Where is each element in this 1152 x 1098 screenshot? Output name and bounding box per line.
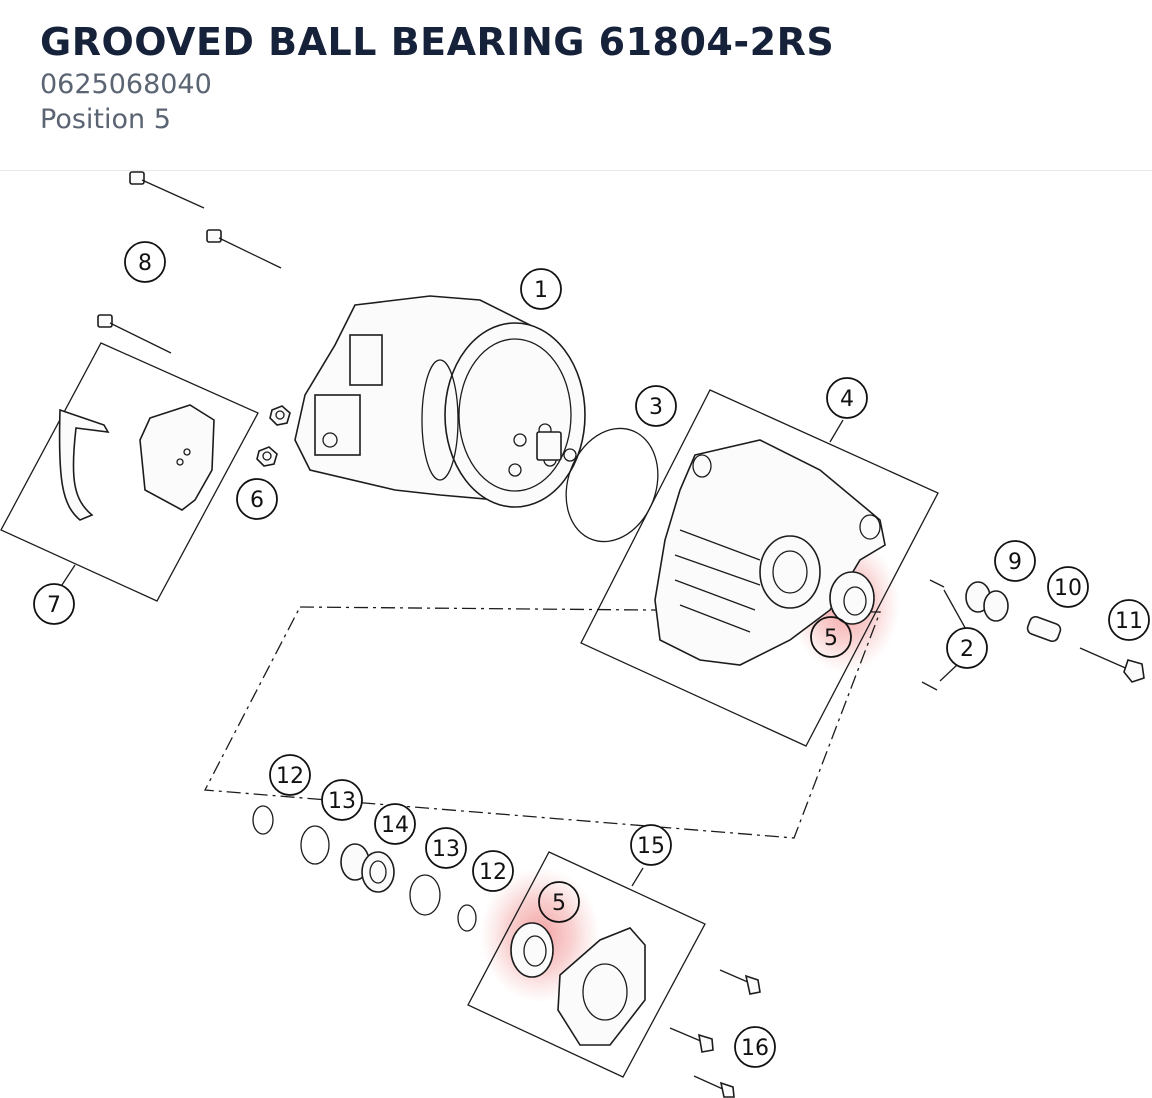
callout-16[interactable]: 16 bbox=[734, 1026, 776, 1068]
callout-10[interactable]: 10 bbox=[1047, 566, 1089, 608]
svg-text:12: 12 bbox=[479, 860, 507, 885]
bolt-icon bbox=[1079, 647, 1145, 683]
callout-13-right[interactable]: 13 bbox=[425, 827, 467, 869]
callout-2[interactable]: 2 bbox=[946, 627, 988, 669]
callout-4[interactable]: 4 bbox=[826, 377, 868, 419]
bolt-icon bbox=[129, 171, 205, 209]
svg-text:12: 12 bbox=[276, 764, 304, 789]
part-header: GROOVED BALL BEARING 61804-2RS 062506804… bbox=[0, 0, 1152, 171]
svg-text:5: 5 bbox=[552, 891, 566, 916]
pin-icon bbox=[921, 681, 938, 691]
callout-13-left[interactable]: 13 bbox=[321, 779, 363, 821]
nut-icon bbox=[269, 405, 291, 426]
seal-ring-icon bbox=[252, 805, 274, 835]
svg-text:16: 16 bbox=[741, 1036, 769, 1061]
bolt-icon bbox=[669, 1027, 714, 1053]
part-position: Position 5 bbox=[40, 104, 171, 135]
callout-14[interactable]: 14 bbox=[374, 803, 416, 845]
svg-text:13: 13 bbox=[328, 789, 356, 814]
ball-bearing-icon bbox=[510, 922, 554, 978]
callout-1[interactable]: 1 bbox=[520, 268, 562, 310]
svg-text:15: 15 bbox=[637, 834, 665, 859]
callout-11[interactable]: 11 bbox=[1108, 599, 1150, 641]
svg-text:6: 6 bbox=[250, 488, 264, 513]
svg-text:5: 5 bbox=[824, 626, 838, 651]
end-cover-icon bbox=[557, 927, 646, 1046]
nut-icon bbox=[256, 446, 278, 467]
svg-text:7: 7 bbox=[47, 593, 61, 618]
svg-text:10: 10 bbox=[1054, 576, 1082, 601]
svg-text:8: 8 bbox=[138, 251, 152, 276]
svg-text:14: 14 bbox=[381, 813, 409, 838]
seal-ring-icon bbox=[409, 874, 441, 916]
o-ring-icon bbox=[565, 427, 659, 543]
motor-unit-icon bbox=[294, 295, 586, 508]
bolt-icon bbox=[693, 1075, 735, 1098]
bolt-icon bbox=[719, 969, 761, 995]
seal-ring-icon bbox=[457, 904, 477, 932]
callout-9[interactable]: 9 bbox=[994, 540, 1036, 582]
leader-line bbox=[943, 589, 969, 634]
svg-text:4: 4 bbox=[840, 387, 854, 412]
group-box-4 bbox=[580, 389, 939, 747]
callout-15[interactable]: 15 bbox=[630, 824, 672, 866]
bolt-icon bbox=[206, 229, 282, 269]
gear-housing-icon bbox=[654, 439, 886, 666]
callout-3[interactable]: 3 bbox=[635, 385, 677, 427]
freewheel-icon bbox=[965, 581, 1009, 622]
callout-5-upper[interactable]: 5 bbox=[810, 616, 852, 658]
bracket-part-icon bbox=[58, 408, 110, 521]
callout-6[interactable]: 6 bbox=[236, 478, 278, 520]
exploded-parts-diagram: 1 2 3 4 5 5 6 7 8 9 10 11 bbox=[0, 171, 1150, 1098]
callout-12-left[interactable]: 12 bbox=[269, 754, 311, 796]
cover-plate-icon bbox=[139, 404, 215, 511]
callout-12-right[interactable]: 12 bbox=[472, 850, 514, 892]
leader-line bbox=[939, 664, 958, 682]
bolt-icon bbox=[97, 314, 172, 354]
seal-ring-icon bbox=[300, 825, 330, 865]
part-title: GROOVED BALL BEARING 61804-2RS bbox=[40, 20, 835, 64]
svg-text:9: 9 bbox=[1008, 550, 1022, 575]
callout-8[interactable]: 8 bbox=[124, 241, 166, 283]
svg-text:1: 1 bbox=[534, 278, 548, 303]
svg-text:3: 3 bbox=[649, 395, 663, 420]
callout-7[interactable]: 7 bbox=[33, 583, 75, 625]
ball-bearing-icon bbox=[829, 571, 875, 625]
callout-5-lower[interactable]: 5 bbox=[538, 881, 580, 923]
svg-text:13: 13 bbox=[432, 837, 460, 862]
svg-text:11: 11 bbox=[1115, 609, 1143, 634]
group-box-7 bbox=[0, 342, 259, 602]
group-box-15 bbox=[467, 851, 706, 1078]
gear-icon bbox=[340, 843, 395, 893]
sleeve-icon bbox=[1026, 615, 1062, 643]
part-number: 0625068040 bbox=[40, 69, 212, 100]
svg-text:2: 2 bbox=[960, 637, 974, 662]
pin-icon bbox=[929, 579, 945, 588]
